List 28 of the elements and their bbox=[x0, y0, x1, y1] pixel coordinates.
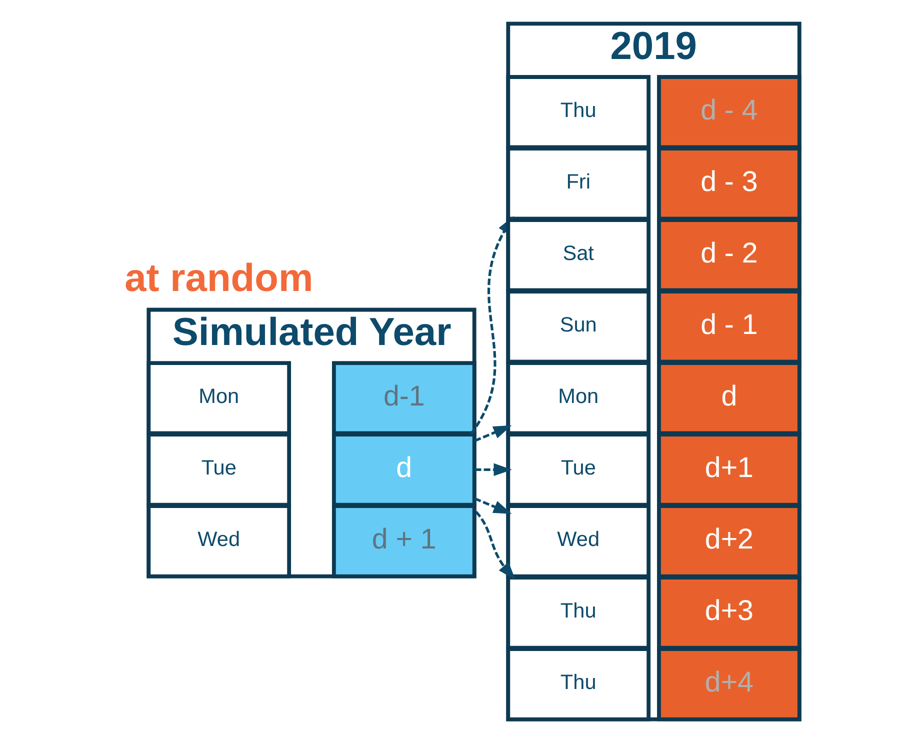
node-box: Thu bbox=[506, 576, 651, 650]
node-box: Sat bbox=[506, 218, 651, 292]
node-box: d bbox=[332, 432, 476, 507]
node-box: d - 2 bbox=[657, 218, 802, 292]
node-box: Wed bbox=[506, 504, 651, 578]
node-box: Thu bbox=[506, 647, 651, 722]
node-box: Wed bbox=[146, 504, 292, 578]
node-box: d - 1 bbox=[657, 290, 802, 364]
arrow bbox=[474, 497, 512, 514]
node-box: d - 4 bbox=[657, 75, 802, 150]
node-box: d + 1 bbox=[332, 504, 476, 578]
node-box: Tue bbox=[146, 432, 292, 507]
node-box: Sun bbox=[506, 290, 651, 364]
node-box: Mon bbox=[506, 361, 651, 436]
node-box: d+3 bbox=[657, 576, 802, 650]
node-box: Tue bbox=[506, 432, 651, 507]
node-box: Mon bbox=[146, 361, 292, 436]
node-box: d+1 bbox=[657, 432, 802, 507]
node-box: d+2 bbox=[657, 504, 802, 578]
node-box: d bbox=[657, 361, 802, 436]
arrow bbox=[474, 463, 512, 476]
node-box: d-1 bbox=[332, 361, 476, 436]
arrow bbox=[474, 425, 512, 442]
label: at random bbox=[124, 256, 314, 300]
node-box: d+4 bbox=[657, 647, 802, 722]
node-box: Fri bbox=[506, 146, 651, 221]
node-box: Thu bbox=[506, 75, 651, 150]
node-box: d - 3 bbox=[657, 146, 802, 221]
